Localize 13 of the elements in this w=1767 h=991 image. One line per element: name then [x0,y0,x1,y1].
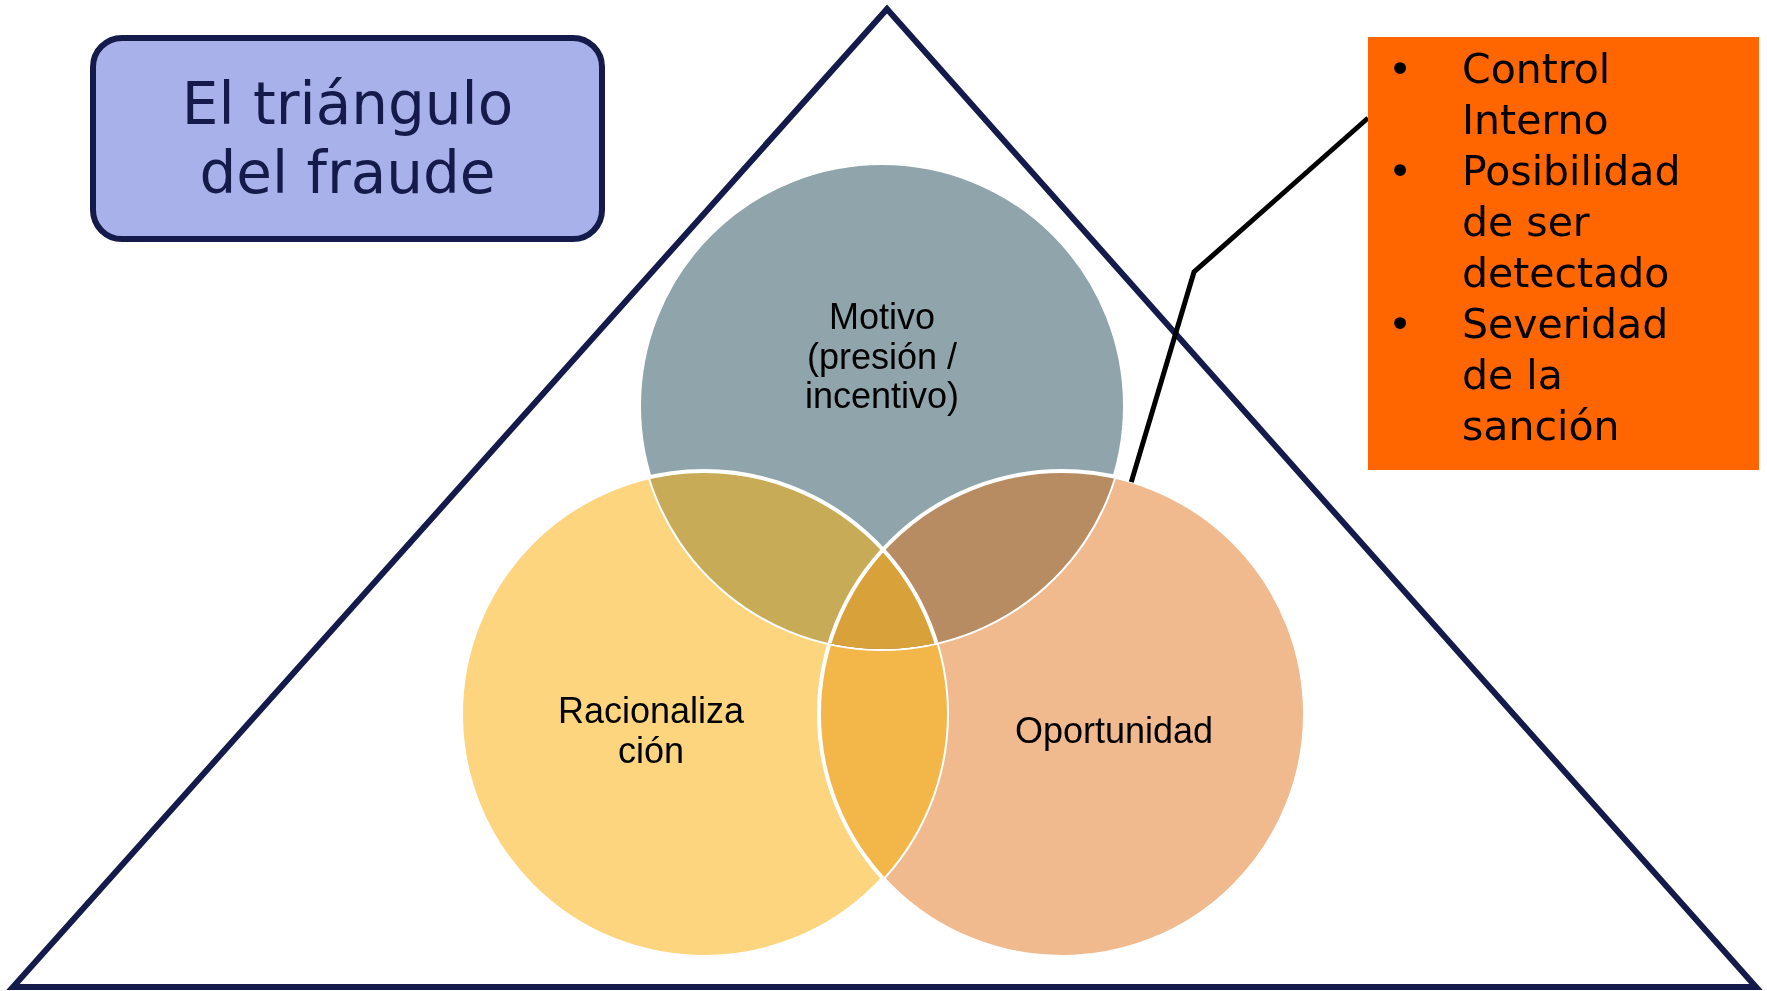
circle-label: Motivo (presión / incentivo) [803,296,961,416]
bullet-mark: • [1388,44,1413,95]
circle-label: Racionalización [556,691,746,771]
title-box [90,35,605,242]
bullet-item: Posibilidad de ser detectado [1462,146,1682,299]
leader-line [1128,116,1370,483]
bullet-mark: • [1388,146,1413,197]
circle-label: Oportunidad [1013,711,1215,751]
bullet-mark: • [1388,299,1413,350]
title-text: El triángulo del fraude [180,70,515,207]
bullet-item: Severidad de la sanción [1462,299,1670,452]
callout-box [1368,37,1759,470]
bullet-item: Control Interno [1462,44,1612,146]
